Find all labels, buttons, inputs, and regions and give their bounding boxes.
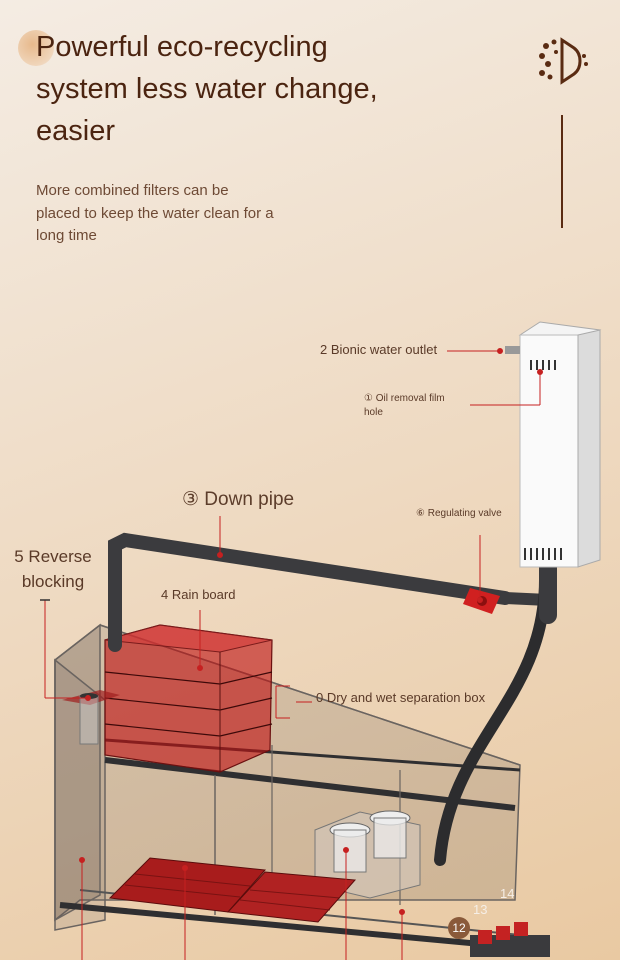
label-bionic-water-outlet: 2 Bionic water outlet [320,342,438,357]
label-rain-board: 4 Rain board [161,587,236,602]
number-14: 14 [500,886,515,901]
number-13: 13 [473,902,488,917]
down-pipe [108,532,557,866]
leader-lines [44,348,543,960]
filter-cups [314,810,421,899]
separation-box [104,624,273,773]
headline: Powerful eco-recycling system less water… [36,31,378,147]
bottom-fittings [470,922,550,957]
filter-mats [108,857,357,923]
label-reverse-blocking: 5 Reverse blocking [14,547,92,591]
label-regulating-valve: ⑥ Regulating valve [416,508,502,519]
label-down-pipe: ③ Down pipe [182,489,295,510]
subtext: More combined filters can be placed to k… [36,182,274,244]
label-separation-box: 0 Dry and wet separation box [316,690,486,705]
label-oil-removal: ① Oil removal film hole [364,393,445,418]
decorative-orb [18,30,54,66]
number-12-badge: 12 [448,917,470,939]
divider-line [561,115,563,228]
dots-d-logo-icon [539,37,588,85]
filter-unit [505,321,602,568]
